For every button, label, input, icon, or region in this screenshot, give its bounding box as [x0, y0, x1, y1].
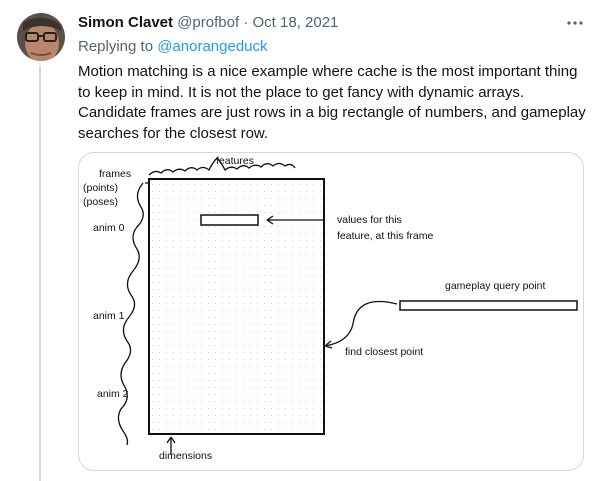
label-anim2: anim 2: [97, 388, 129, 400]
replying-to-link[interactable]: @anorangeduck: [157, 38, 268, 55]
anim-brace: [117, 182, 144, 446]
label-closest: find closest point: [345, 346, 423, 358]
label-query: gameplay query point: [445, 280, 545, 292]
label-anim0: anim 0: [93, 222, 125, 234]
avatar[interactable]: [17, 13, 65, 61]
label-values-1: values for this: [337, 214, 402, 226]
tweet-text: Motion matching is a nice example where …: [78, 63, 586, 142]
label-anim1: anim 1: [93, 310, 125, 322]
query-rect: [399, 300, 578, 311]
author-handle[interactable]: @profbof: [177, 14, 240, 31]
label-points: (points): [83, 182, 118, 194]
value-cell: [200, 214, 259, 226]
separator: ·: [243, 14, 249, 31]
tweet-date[interactable]: Oct 18, 2021: [252, 14, 339, 31]
features-brace: [148, 157, 296, 176]
label-features: features: [216, 155, 254, 167]
more-horizontal-icon[interactable]: [566, 14, 584, 32]
tweet-header: Simon Clavet @profbof · Oct 18, 2021: [78, 14, 338, 31]
tweet-image[interactable]: features frames (points) (poses) anim 0 …: [78, 152, 584, 471]
replying-to: Replying to @anorangeduck: [78, 38, 268, 55]
label-frames: frames: [99, 168, 131, 180]
replying-prefix: Replying to: [78, 38, 154, 55]
label-dimensions: dimensions: [159, 450, 212, 462]
label-values-2: feature, at this frame: [337, 230, 433, 242]
thread-line: [39, 66, 41, 481]
author-name[interactable]: Simon Clavet: [78, 14, 174, 31]
label-poses: (poses): [83, 196, 118, 208]
